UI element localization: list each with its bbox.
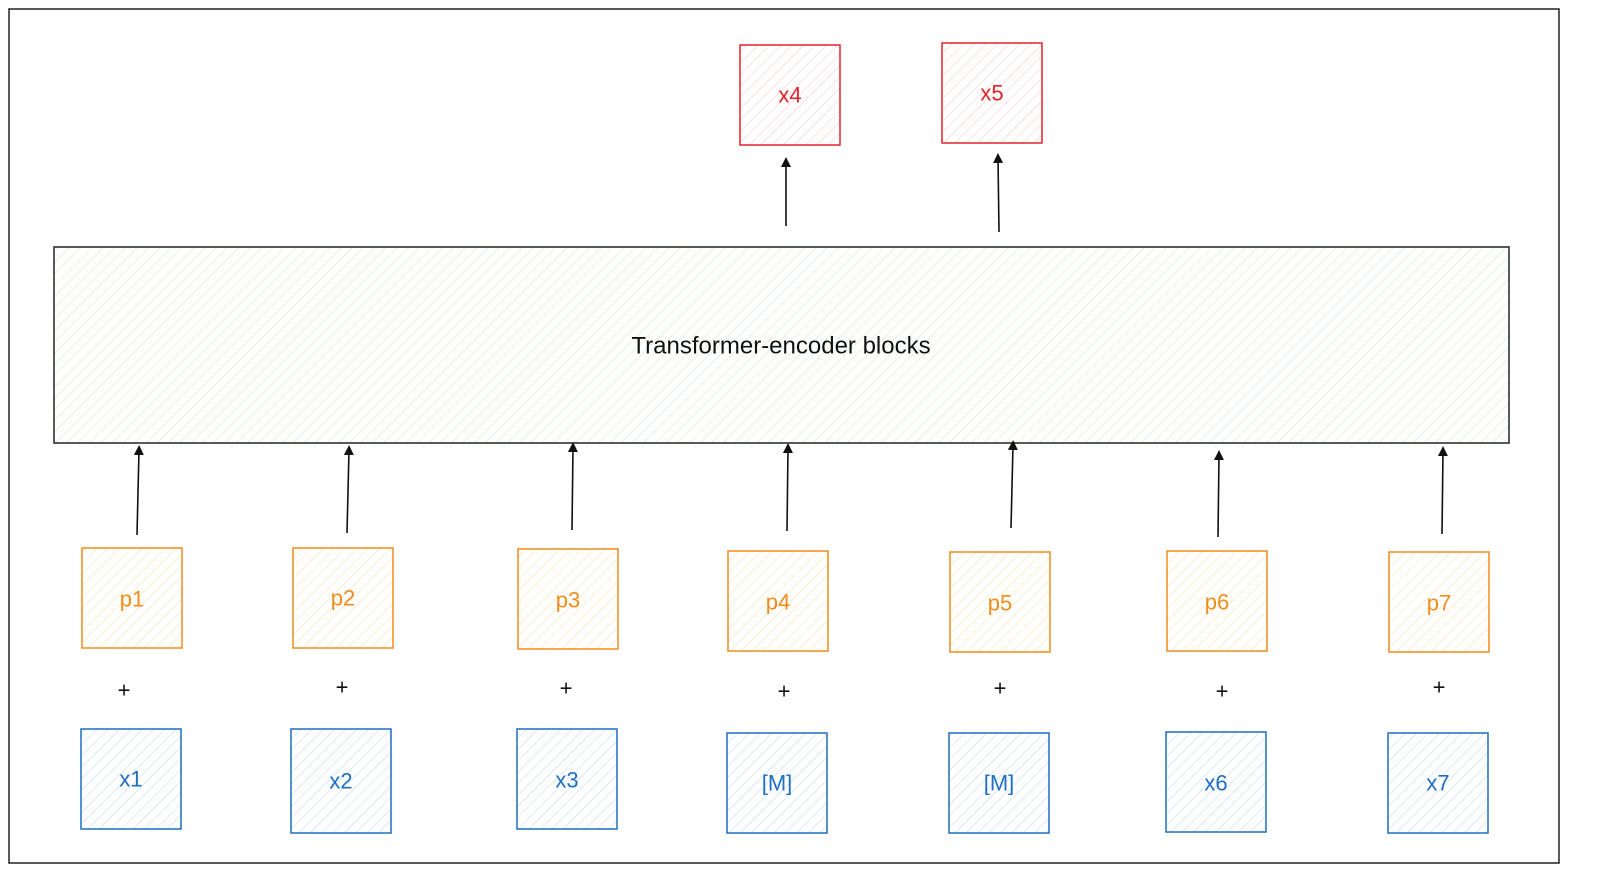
output-box (739, 44, 841, 146)
position-box (292, 547, 394, 649)
output-label: x4 (778, 83, 801, 108)
output-token-x5: x5 (941, 42, 1043, 144)
token-label: x3 (555, 768, 578, 793)
plus-sign: + (994, 676, 1007, 701)
transformer-encoder-block: Transformer-encoder blocks (53, 246, 1510, 444)
position-label: p7 (1427, 591, 1451, 616)
token-box (948, 732, 1050, 834)
input-column-6: p6 + x6 (1165, 550, 1268, 833)
output-label: x5 (980, 81, 1003, 106)
encoder-label: Transformer-encoder blocks (631, 333, 930, 360)
token-box (290, 728, 392, 834)
input-column-5: p5 + [M] (948, 551, 1051, 834)
plus-sign: + (118, 678, 131, 703)
encoder-box (53, 246, 1510, 444)
arrow-from-p7 (1437, 446, 1448, 535)
arrow-to-x5 (993, 153, 1004, 233)
position-box (517, 548, 619, 650)
output-token-x4: x4 (739, 44, 841, 146)
arrow-from-p6 (1213, 450, 1224, 538)
token-box (726, 732, 828, 834)
token-label: [M] (762, 771, 793, 796)
token-box (1387, 732, 1489, 834)
plus-sign: + (1216, 679, 1229, 704)
position-label: p2 (331, 586, 355, 611)
input-column-4: p4 + [M] (726, 550, 829, 834)
token-box (1165, 731, 1267, 833)
arrow-from-p3 (567, 442, 578, 531)
input-column-7: p7 + x7 (1387, 551, 1490, 834)
arrow-from-p1 (133, 445, 144, 536)
input-column-2: p2 + x2 (290, 547, 394, 834)
token-box (80, 728, 182, 830)
position-box (1166, 550, 1268, 652)
position-label: p4 (766, 590, 790, 615)
position-label: p5 (988, 591, 1012, 616)
input-column-1: p1 + x1 (80, 547, 183, 830)
position-box (81, 547, 183, 649)
position-box (727, 550, 829, 652)
position-box (1388, 551, 1490, 653)
plus-sign: + (1433, 675, 1446, 700)
token-label: x7 (1426, 771, 1449, 796)
plus-sign: + (336, 675, 349, 700)
token-label: [M] (984, 771, 1015, 796)
token-label: x1 (119, 767, 142, 792)
arrow-from-p2 (343, 445, 354, 534)
output-box (941, 42, 1043, 144)
position-label: p1 (120, 587, 144, 612)
position-label: p3 (556, 588, 580, 613)
arrow-from-p4 (782, 443, 793, 532)
arrow-from-p5 (1007, 440, 1018, 529)
plus-sign: + (560, 676, 573, 701)
position-label: p6 (1205, 590, 1229, 615)
plus-sign: + (778, 679, 791, 704)
token-label: x6 (1204, 771, 1227, 796)
input-column-3: p3 + x3 (516, 548, 619, 830)
token-box (516, 728, 618, 830)
token-label: x2 (329, 769, 352, 794)
position-box (949, 551, 1051, 653)
